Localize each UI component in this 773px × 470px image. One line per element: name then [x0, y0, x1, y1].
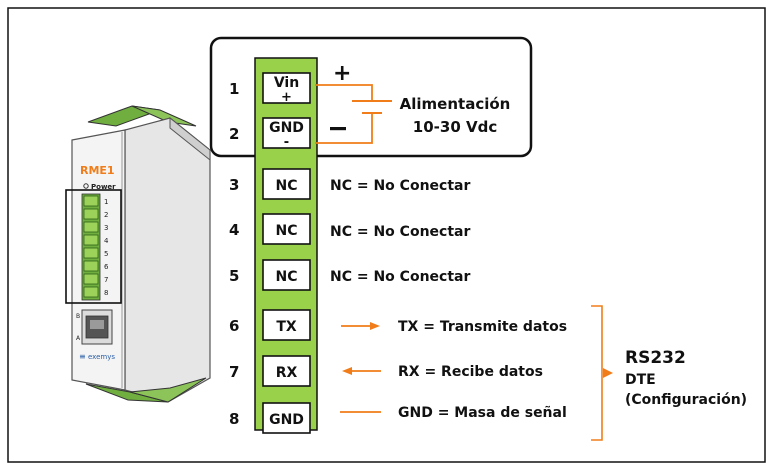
port-b-label: B [76, 313, 80, 320]
device-terminal-slot [83, 260, 99, 272]
power-wiring: + Alimentación 10-30 Vdc [315, 61, 511, 144]
terminal-block [262, 72, 311, 104]
gnd-wire [315, 113, 373, 144]
device-terminal-number: 6 [104, 263, 109, 271]
terminal-block [262, 259, 311, 291]
pin-number: 7 [229, 363, 239, 381]
device-terminal-body [81, 193, 101, 301]
pin-number: 8 [229, 410, 239, 428]
tx-description: TX = Transmite datos [398, 319, 567, 335]
pin-number: 6 [229, 317, 239, 335]
power-title: Alimentación [400, 95, 511, 113]
signal-lines [340, 322, 381, 413]
device-model: RME1 [80, 164, 115, 177]
rs232-bracket [591, 305, 603, 441]
rx-arrow-icon [342, 367, 352, 375]
device-terminal-number: 8 [104, 289, 108, 297]
pin-number: 4 [229, 221, 239, 239]
minus-symbol [330, 127, 346, 131]
pin-label: NC [276, 223, 298, 239]
terminal-block [262, 402, 311, 434]
pin-number: 5 [229, 267, 239, 285]
device-terminal-slot [83, 273, 99, 285]
gnd-description: GND = Masa de señal [398, 405, 567, 421]
device-terminal-number: 3 [104, 224, 108, 232]
pin-label: NC [276, 269, 298, 285]
pin-number: 1 [229, 80, 239, 98]
power-range: 10-30 Vdc [413, 118, 497, 136]
device-terminal-slot [83, 234, 99, 246]
pin-number: 3 [229, 176, 239, 194]
nc-description-4: NC = No Conectar [330, 224, 470, 240]
device-illustration: RME1 Power 1 2 3 4 5 6 7 8 B A ≡ exemys [65, 105, 211, 403]
bracket-pointer-icon [603, 368, 613, 378]
terminal-block [262, 309, 311, 341]
pin-sign: + [281, 90, 292, 105]
device-terminal-slot [83, 221, 99, 233]
terminal-block [262, 117, 311, 149]
power-label: Power [91, 183, 116, 191]
terminal-block [262, 355, 311, 387]
device-side [124, 117, 211, 403]
nc-description-5: NC = No Conectar [330, 269, 470, 285]
device-terminal-slot [83, 208, 99, 220]
pin-label: RX [276, 365, 298, 381]
terminal-block [262, 213, 311, 245]
device-terminal-strip: 1 2 3 4 5 6 7 8 [81, 193, 109, 301]
pin-number: 2 [229, 125, 239, 143]
device-terminal-number: 1 [104, 198, 108, 206]
power-led-icon [83, 183, 89, 189]
device-terminal-slot [83, 195, 99, 207]
pin-label: GND [269, 412, 304, 428]
device-terminal-number: 2 [104, 211, 108, 219]
pin-label: GND [269, 120, 304, 136]
terminal-block [262, 168, 311, 200]
pin-sign: - [284, 135, 289, 150]
tx-arrow-icon [370, 322, 380, 330]
rx-description: RX = Recibe datos [398, 364, 543, 380]
interface-mode: (Configuración) [625, 392, 747, 408]
device-terminal-slot [83, 286, 99, 298]
brand-logo: ≡ [79, 352, 86, 361]
nc-description-3: NC = No Conectar [330, 178, 470, 194]
interface-type: DTE [625, 372, 656, 388]
pin-label: NC [276, 178, 298, 194]
device-terminal-number: 4 [104, 237, 109, 245]
pin-label: TX [276, 319, 297, 335]
device-terminal-number: 5 [104, 250, 108, 258]
port-a-label: A [76, 335, 81, 342]
interface-name: RS232 [625, 348, 686, 368]
plus-symbol: + [333, 61, 351, 86]
brand-name: exemys [88, 353, 115, 361]
terminal-highlight [65, 189, 122, 304]
device-terminal-number: 7 [104, 276, 108, 284]
device-terminal-slot [83, 247, 99, 259]
power-section-box [209, 36, 533, 158]
pin-label: Vin [274, 75, 299, 91]
vin-wire [315, 84, 373, 101]
